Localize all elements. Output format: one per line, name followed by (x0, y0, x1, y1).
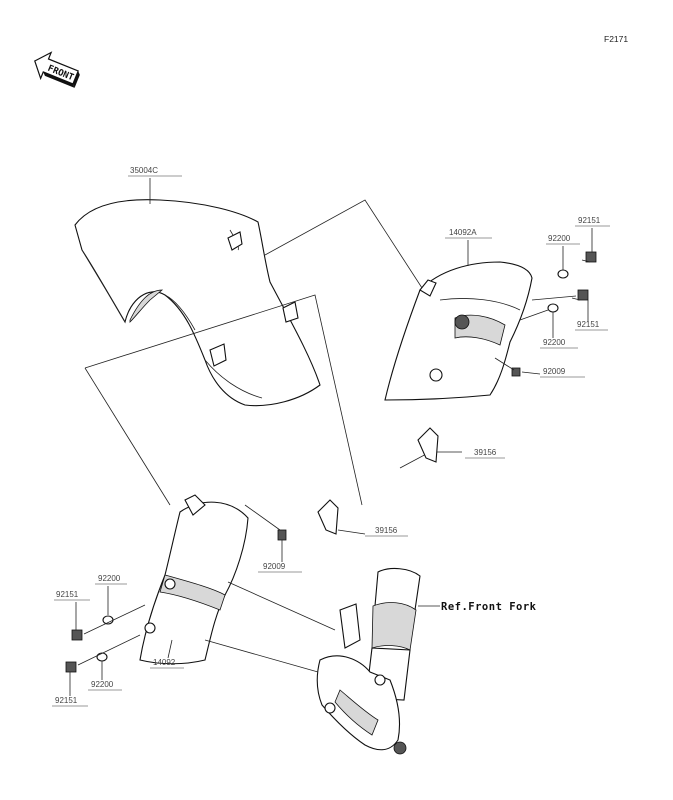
clip-icon-39156-b (317, 499, 339, 535)
callout-92009-a: 92009 (543, 367, 566, 376)
bolt-icon-92151-a (581, 251, 597, 263)
callout-92151-d: 92151 (55, 696, 78, 705)
bolt-icon-92151-d (65, 661, 77, 673)
callout-92200-c: 92200 (98, 574, 121, 583)
callout-92151-b: 92151 (577, 320, 600, 329)
callout-92200-b: 92200 (543, 338, 566, 347)
callout-14092A: 14092A (449, 228, 477, 237)
callout-92200-d: 92200 (91, 680, 114, 689)
fender-piece-14092a (384, 261, 533, 401)
fender-piece-14092 (139, 494, 249, 665)
front-fender (74, 199, 321, 407)
front-fork (316, 567, 421, 755)
callout-92151-c: 92151 (56, 590, 79, 599)
bolt-icon-92151-c (71, 629, 83, 641)
callout-92009-b: 92009 (263, 562, 286, 571)
callout-35004C: 35004C (130, 166, 158, 175)
clip-icon-39156-a (417, 427, 439, 463)
callout-39156-a: 39156 (474, 448, 497, 457)
callout-92151-a: 92151 (578, 216, 601, 225)
washer-icon-92200-a (557, 269, 569, 279)
callout-92200-a: 92200 (548, 234, 571, 243)
screw-icon-92009-b (277, 529, 287, 541)
washer-icon-92200-b (547, 303, 559, 313)
screw-icon-92009-a (511, 367, 521, 377)
washer-icon-92200-d (96, 652, 108, 662)
callout-39156-b: 39156 (375, 526, 398, 535)
front-arrow-icon: FRONT (34, 51, 80, 88)
reference-label-front-fork: Ref.Front Fork (441, 601, 537, 613)
figure-code: F2171 (604, 34, 628, 44)
callout-14092: 14092 (153, 658, 176, 667)
bolt-icon-92151-b (571, 289, 589, 301)
